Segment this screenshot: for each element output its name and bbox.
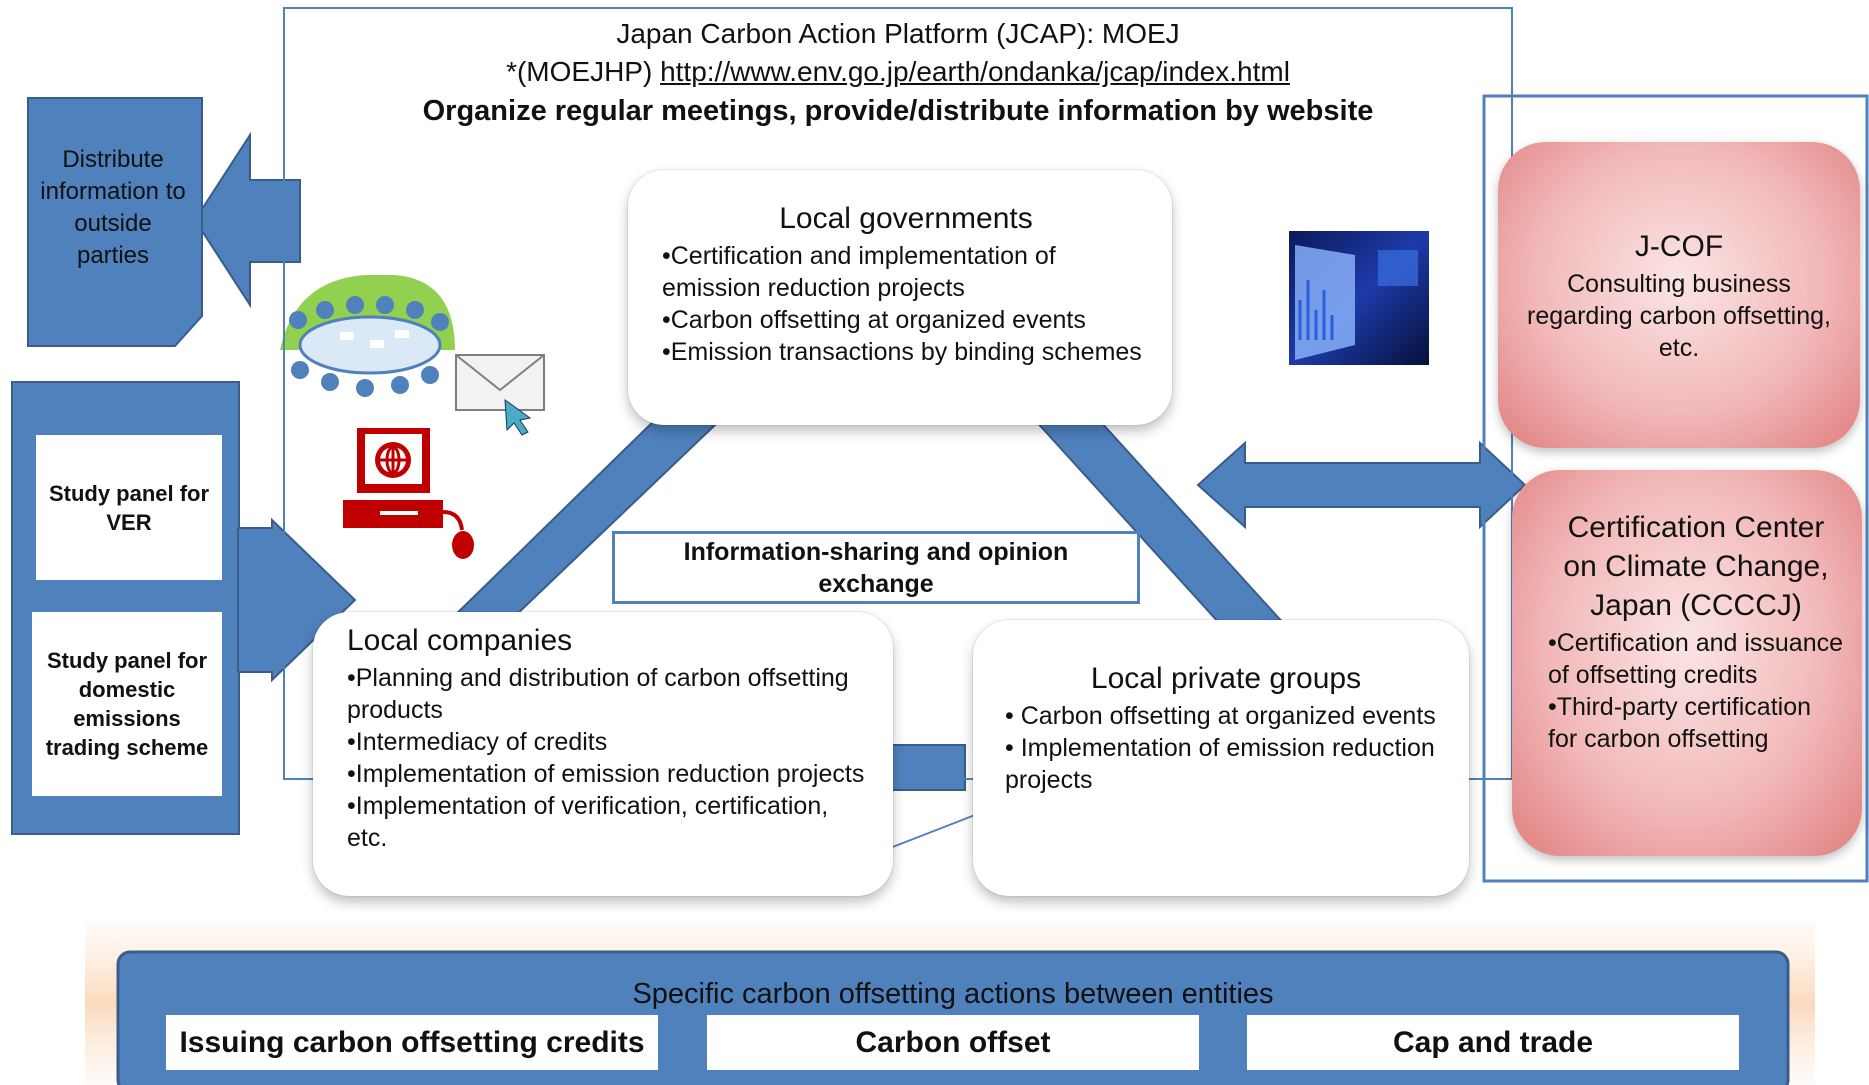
local-companies-bullet: •Planning and distribution of carbon off… bbox=[347, 664, 849, 724]
ccccj-bullet: •Third-party certification for carbon of… bbox=[1548, 693, 1812, 753]
study-panel-domestic-label: Study panel for domestic emissions tradi… bbox=[45, 648, 209, 760]
local-private-groups-title: Local private groups bbox=[1090, 662, 1362, 695]
jcap-url-line: *(MOEJHP) http://www.env.go.jp/earth/ond… bbox=[283, 56, 1513, 88]
distribute-label: Distribute information to outside partie… bbox=[40, 146, 186, 269]
study-panel-ver: Study panel for VER bbox=[36, 435, 222, 580]
action-carbon-offset: Carbon offset bbox=[707, 1015, 1199, 1070]
jcof-box: J-COF Consulting business regarding carb… bbox=[1498, 142, 1860, 448]
jcof-desc: Consulting business regarding carbon off… bbox=[1527, 270, 1831, 362]
local-private-groups-box: Local private groups • Carbon offsetting… bbox=[973, 620, 1469, 896]
local-governments-bullet: •Certification and implementation of emi… bbox=[662, 242, 1056, 302]
local-companies-bullet: •Intermediacy of credits bbox=[347, 728, 608, 756]
info-sharing-label: Information-sharing and opinion exchange bbox=[612, 531, 1140, 604]
right-container bbox=[1482, 94, 1869, 883]
jcap-header: Japan Carbon Action Platform (JCAP): MOE… bbox=[283, 18, 1513, 138]
local-companies-bullet: •Implementation of verification, certifi… bbox=[347, 792, 829, 852]
action-cap-and-trade: Cap and trade bbox=[1247, 1015, 1739, 1070]
jcof-title: J-COF bbox=[1634, 230, 1724, 263]
jcap-subtitle: Organize regular meetings, provide/distr… bbox=[422, 95, 1374, 127]
jcap-url-prefix: *(MOEJHP) bbox=[506, 56, 661, 87]
local-companies-title: Local companies bbox=[347, 624, 573, 657]
envelope-icon bbox=[455, 354, 545, 436]
local-companies-bullet: •Implementation of emission reduction pr… bbox=[347, 760, 865, 788]
distribute-box bbox=[27, 97, 203, 347]
monitor-photo-icon bbox=[1289, 231, 1429, 365]
local-governments-title: Local governments bbox=[779, 202, 1033, 235]
ccccj-bullet: •Certification and issuance of offsettin… bbox=[1548, 629, 1844, 689]
local-governments-bullet: •Emission transactions by binding scheme… bbox=[662, 338, 1142, 366]
meeting-table-icon bbox=[280, 275, 455, 397]
local-companies-box: Local companies •Planning and distributi… bbox=[313, 612, 893, 896]
ccccj-box: Certification Center on Climate Change, … bbox=[1512, 470, 1862, 856]
distribute-arrow bbox=[193, 131, 301, 309]
action-issuing-credits: Issuing carbon offsetting credits bbox=[166, 1015, 658, 1070]
local-private-groups-bullet: • Carbon offsetting at organized events bbox=[1005, 702, 1436, 730]
jcap-url-link[interactable]: http://www.env.go.jp/earth/ondanka/jcap/… bbox=[660, 56, 1290, 87]
ccccj-title: Certification Center on Climate Change, … bbox=[1563, 511, 1829, 622]
actions-title: Specific carbon offsetting actions betwe… bbox=[632, 978, 1274, 1010]
computer-icon bbox=[343, 428, 474, 559]
local-private-groups-bullet: • Implementation of emission reduction p… bbox=[1005, 734, 1435, 794]
local-governments-bullet: •Carbon offsetting at organized events bbox=[662, 306, 1086, 334]
study-panel-ver-label: Study panel for VER bbox=[48, 480, 210, 535]
jcap-title: Japan Carbon Action Platform (JCAP): MOE… bbox=[616, 18, 1180, 49]
study-panel-domestic: Study panel for domestic emissions tradi… bbox=[32, 612, 222, 796]
local-governments-box: Local governments •Certification and imp… bbox=[628, 170, 1172, 425]
